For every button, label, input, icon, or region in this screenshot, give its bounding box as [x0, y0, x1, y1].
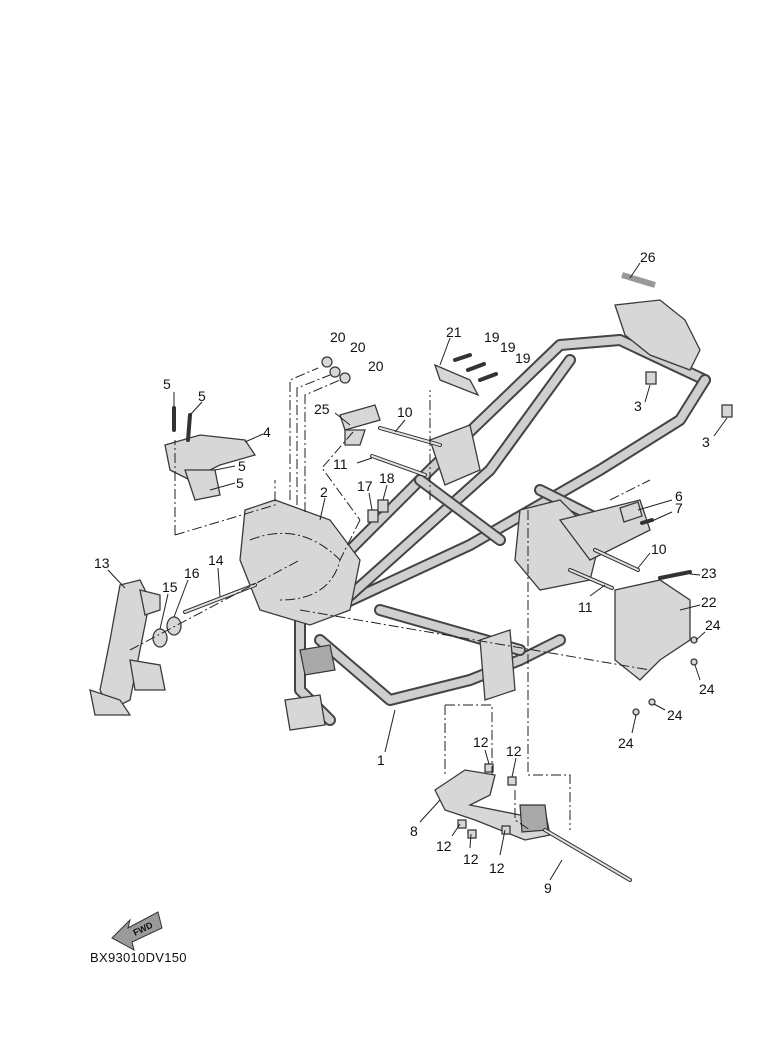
callout-3: 3 — [702, 434, 710, 450]
plate-6 — [619, 501, 643, 523]
callout-24: 24 — [699, 681, 715, 697]
steering-head-bracket — [89, 579, 166, 716]
rear-bracket — [614, 299, 701, 371]
callout-12: 12 — [489, 860, 505, 876]
drawing-code: BX93010DV150 — [90, 950, 187, 965]
callout-12: 12 — [473, 734, 489, 750]
leader-lines — [107, 262, 728, 881]
callout-8: 8 — [410, 823, 418, 839]
callout-1: 1 — [377, 752, 385, 768]
collar-17 — [367, 509, 379, 523]
pad-26 — [621, 272, 656, 288]
callout-5: 5 — [163, 376, 171, 392]
clamp-25 — [339, 404, 381, 446]
bolt-19-c — [478, 372, 498, 382]
callout-14: 14 — [208, 552, 224, 568]
callout-12: 12 — [463, 851, 479, 867]
callout-15: 15 — [162, 579, 178, 595]
shaft-9 — [543, 828, 632, 882]
collar-18 — [377, 499, 389, 513]
callout-19: 19 — [515, 350, 531, 366]
callout-19: 19 — [500, 339, 516, 355]
callout-6: 6 — [675, 488, 683, 504]
upper-bracket-4 — [164, 434, 257, 501]
bolt-24-b — [690, 658, 698, 666]
callout-20: 20 — [350, 339, 366, 355]
bolt-7 — [640, 518, 654, 525]
callout-7: 7 — [675, 500, 683, 516]
callout-12: 12 — [436, 838, 452, 854]
assembly-lines — [129, 367, 651, 831]
bolt-12-b — [507, 776, 517, 786]
callout-10: 10 — [651, 541, 667, 557]
callout-13: 13 — [94, 555, 110, 571]
callout-20: 20 — [368, 358, 384, 374]
callout-10: 10 — [397, 404, 413, 420]
main-frame — [284, 334, 711, 731]
bolt-12-d — [467, 829, 477, 839]
bolt-24-a — [690, 636, 698, 644]
bolt-10-b — [593, 548, 640, 572]
callout-18: 18 — [379, 470, 395, 486]
callout-11: 11 — [333, 456, 348, 472]
callout-24: 24 — [705, 617, 721, 633]
bolt-23 — [658, 570, 692, 580]
bolt-19-b — [466, 362, 486, 372]
callout-5: 5 — [236, 475, 244, 491]
callout-9: 9 — [544, 880, 552, 896]
bolt-12-e — [501, 825, 511, 835]
callout-16: 16 — [184, 565, 200, 581]
damper-3-a — [645, 371, 657, 385]
bolt-24-c — [648, 698, 656, 706]
callout-12: 12 — [506, 743, 522, 759]
callout-20: 20 — [330, 329, 346, 345]
bolt-5-b — [186, 413, 192, 442]
bracket-22 — [614, 579, 691, 681]
callout-17: 17 — [357, 478, 373, 494]
nut-20-c — [339, 372, 351, 384]
forward-direction-arrow: FWD — [111, 911, 163, 951]
bolt-12-c — [457, 819, 467, 829]
callout-22: 22 — [701, 594, 717, 610]
nut-20-a — [321, 356, 333, 368]
callout-labels: 26 20 20 20 21 19 19 19 5 5 4 5 5 25 10 … — [94, 249, 721, 896]
bushing-16 — [166, 616, 182, 636]
damper-3-b — [721, 404, 733, 418]
bolt-10-a — [378, 426, 442, 447]
cover-panel — [239, 499, 361, 626]
bolt-11-a — [370, 454, 427, 477]
callout-24: 24 — [667, 707, 683, 723]
callout-25: 25 — [314, 401, 330, 417]
callout-5: 5 — [198, 388, 206, 404]
engine-bracket-8 — [434, 769, 551, 841]
callout-4: 4 — [263, 424, 271, 440]
callout-21: 21 — [446, 324, 462, 340]
callout-23: 23 — [701, 565, 717, 581]
callout-11: 11 — [578, 599, 593, 615]
plate-21 — [433, 363, 480, 397]
callout-2: 2 — [320, 484, 328, 500]
callout-19: 19 — [484, 329, 500, 345]
bolt-24-d — [632, 708, 640, 716]
bolt-19-a — [453, 353, 472, 362]
nut-20-b — [329, 366, 341, 378]
callout-3: 3 — [634, 398, 642, 414]
callout-5: 5 — [238, 458, 246, 474]
callout-24: 24 — [618, 735, 634, 751]
callout-26: 26 — [640, 249, 656, 265]
